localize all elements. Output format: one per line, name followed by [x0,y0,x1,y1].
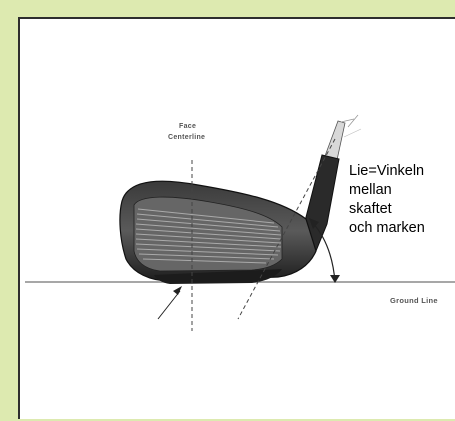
golf-iron-lie-diagram [25,114,455,331]
lie-label-line4: och marken [349,220,425,236]
ground-line-label: Ground Line [390,296,438,305]
sole-pointer-arrowhead [173,286,182,295]
face-centerline-label-line1: Face [179,123,197,130]
club-face-grooves [133,196,283,272]
face-centerline-label-line2: Centerline [168,134,206,141]
sole-pointer-line [157,290,181,320]
club-shaft [324,114,362,161]
lie-arc-arrow-bottom [330,275,340,283]
diagram-panel: Face Centerline Lie=Vinkeln mellan skaft… [18,17,455,419]
shaft-axis-line [237,138,336,320]
club-sole [154,269,282,284]
lie-arc-arrow-top [309,218,319,229]
lie-label-line3: skaftet [349,201,392,217]
lie-label-line1: Lie=Vinkeln [349,163,425,179]
lie-label-line2: mellan [349,182,392,198]
